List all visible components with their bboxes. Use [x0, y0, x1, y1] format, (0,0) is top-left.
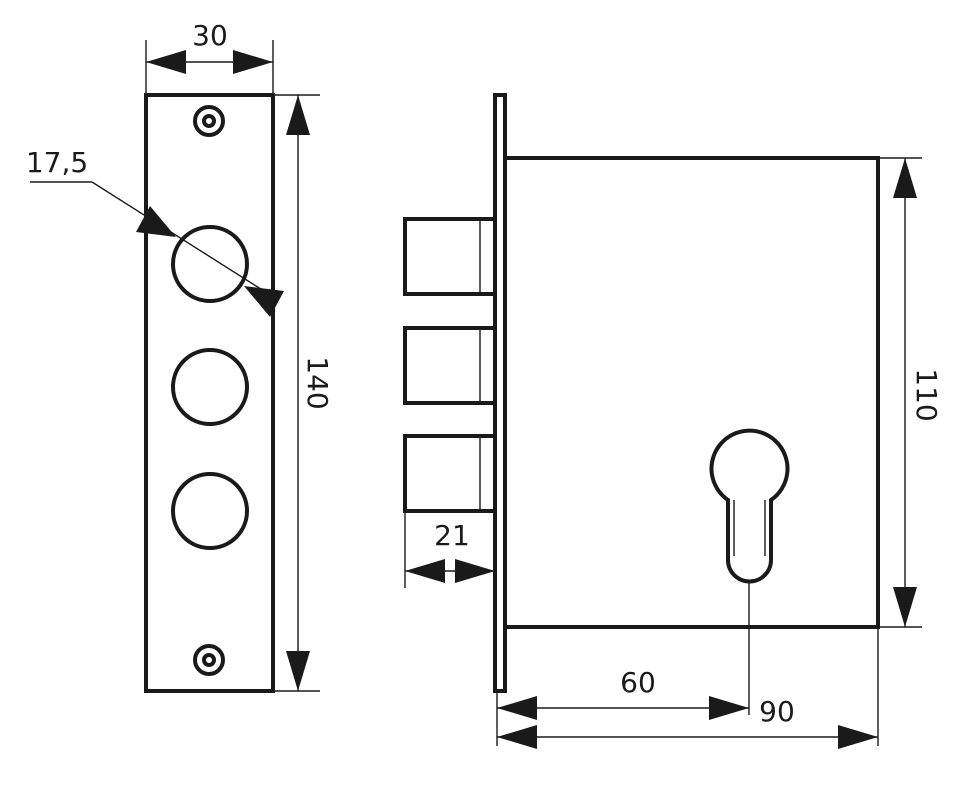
top-screw-hole: [193, 105, 225, 137]
faceplate-view: 30 140 17,5: [26, 19, 334, 693]
faceplate-outline: [144, 93, 275, 693]
hole-diameter-label: 17,5: [26, 146, 88, 179]
bolt-middle: [403, 326, 497, 405]
faceplate-width-label: 30: [192, 19, 228, 52]
bolt-hole-middle: [171, 348, 249, 426]
backset-dimension: 60: [496, 582, 750, 746]
body-height-label: 110: [910, 368, 943, 421]
bolt-hole-bottom: [171, 472, 249, 550]
body-depth-label: 90: [759, 695, 795, 728]
cylinder-keyhole: [709, 428, 790, 584]
body-depth-dimension: 90: [497, 629, 879, 749]
backset-label: 60: [620, 666, 656, 699]
body-height-dimension: 110: [880, 157, 943, 628]
bolt-bottom: [403, 434, 497, 513]
faceplate-height-dimension: 140: [275, 94, 334, 692]
bolt-projection-dimension: 21: [404, 513, 495, 588]
faceplate-width-dimension: 30: [145, 19, 274, 93]
lock-case: [503, 156, 880, 629]
bolt-top: [403, 217, 497, 296]
hole-diameter-dimension: 17,5: [26, 146, 284, 317]
lock-body-view: 21 110 60 90: [403, 93, 943, 749]
bolt-projection-label: 21: [434, 519, 470, 552]
bolt-hole-top: [171, 225, 249, 303]
faceplate-height-label: 140: [301, 356, 334, 409]
bottom-screw-hole: [193, 644, 225, 676]
